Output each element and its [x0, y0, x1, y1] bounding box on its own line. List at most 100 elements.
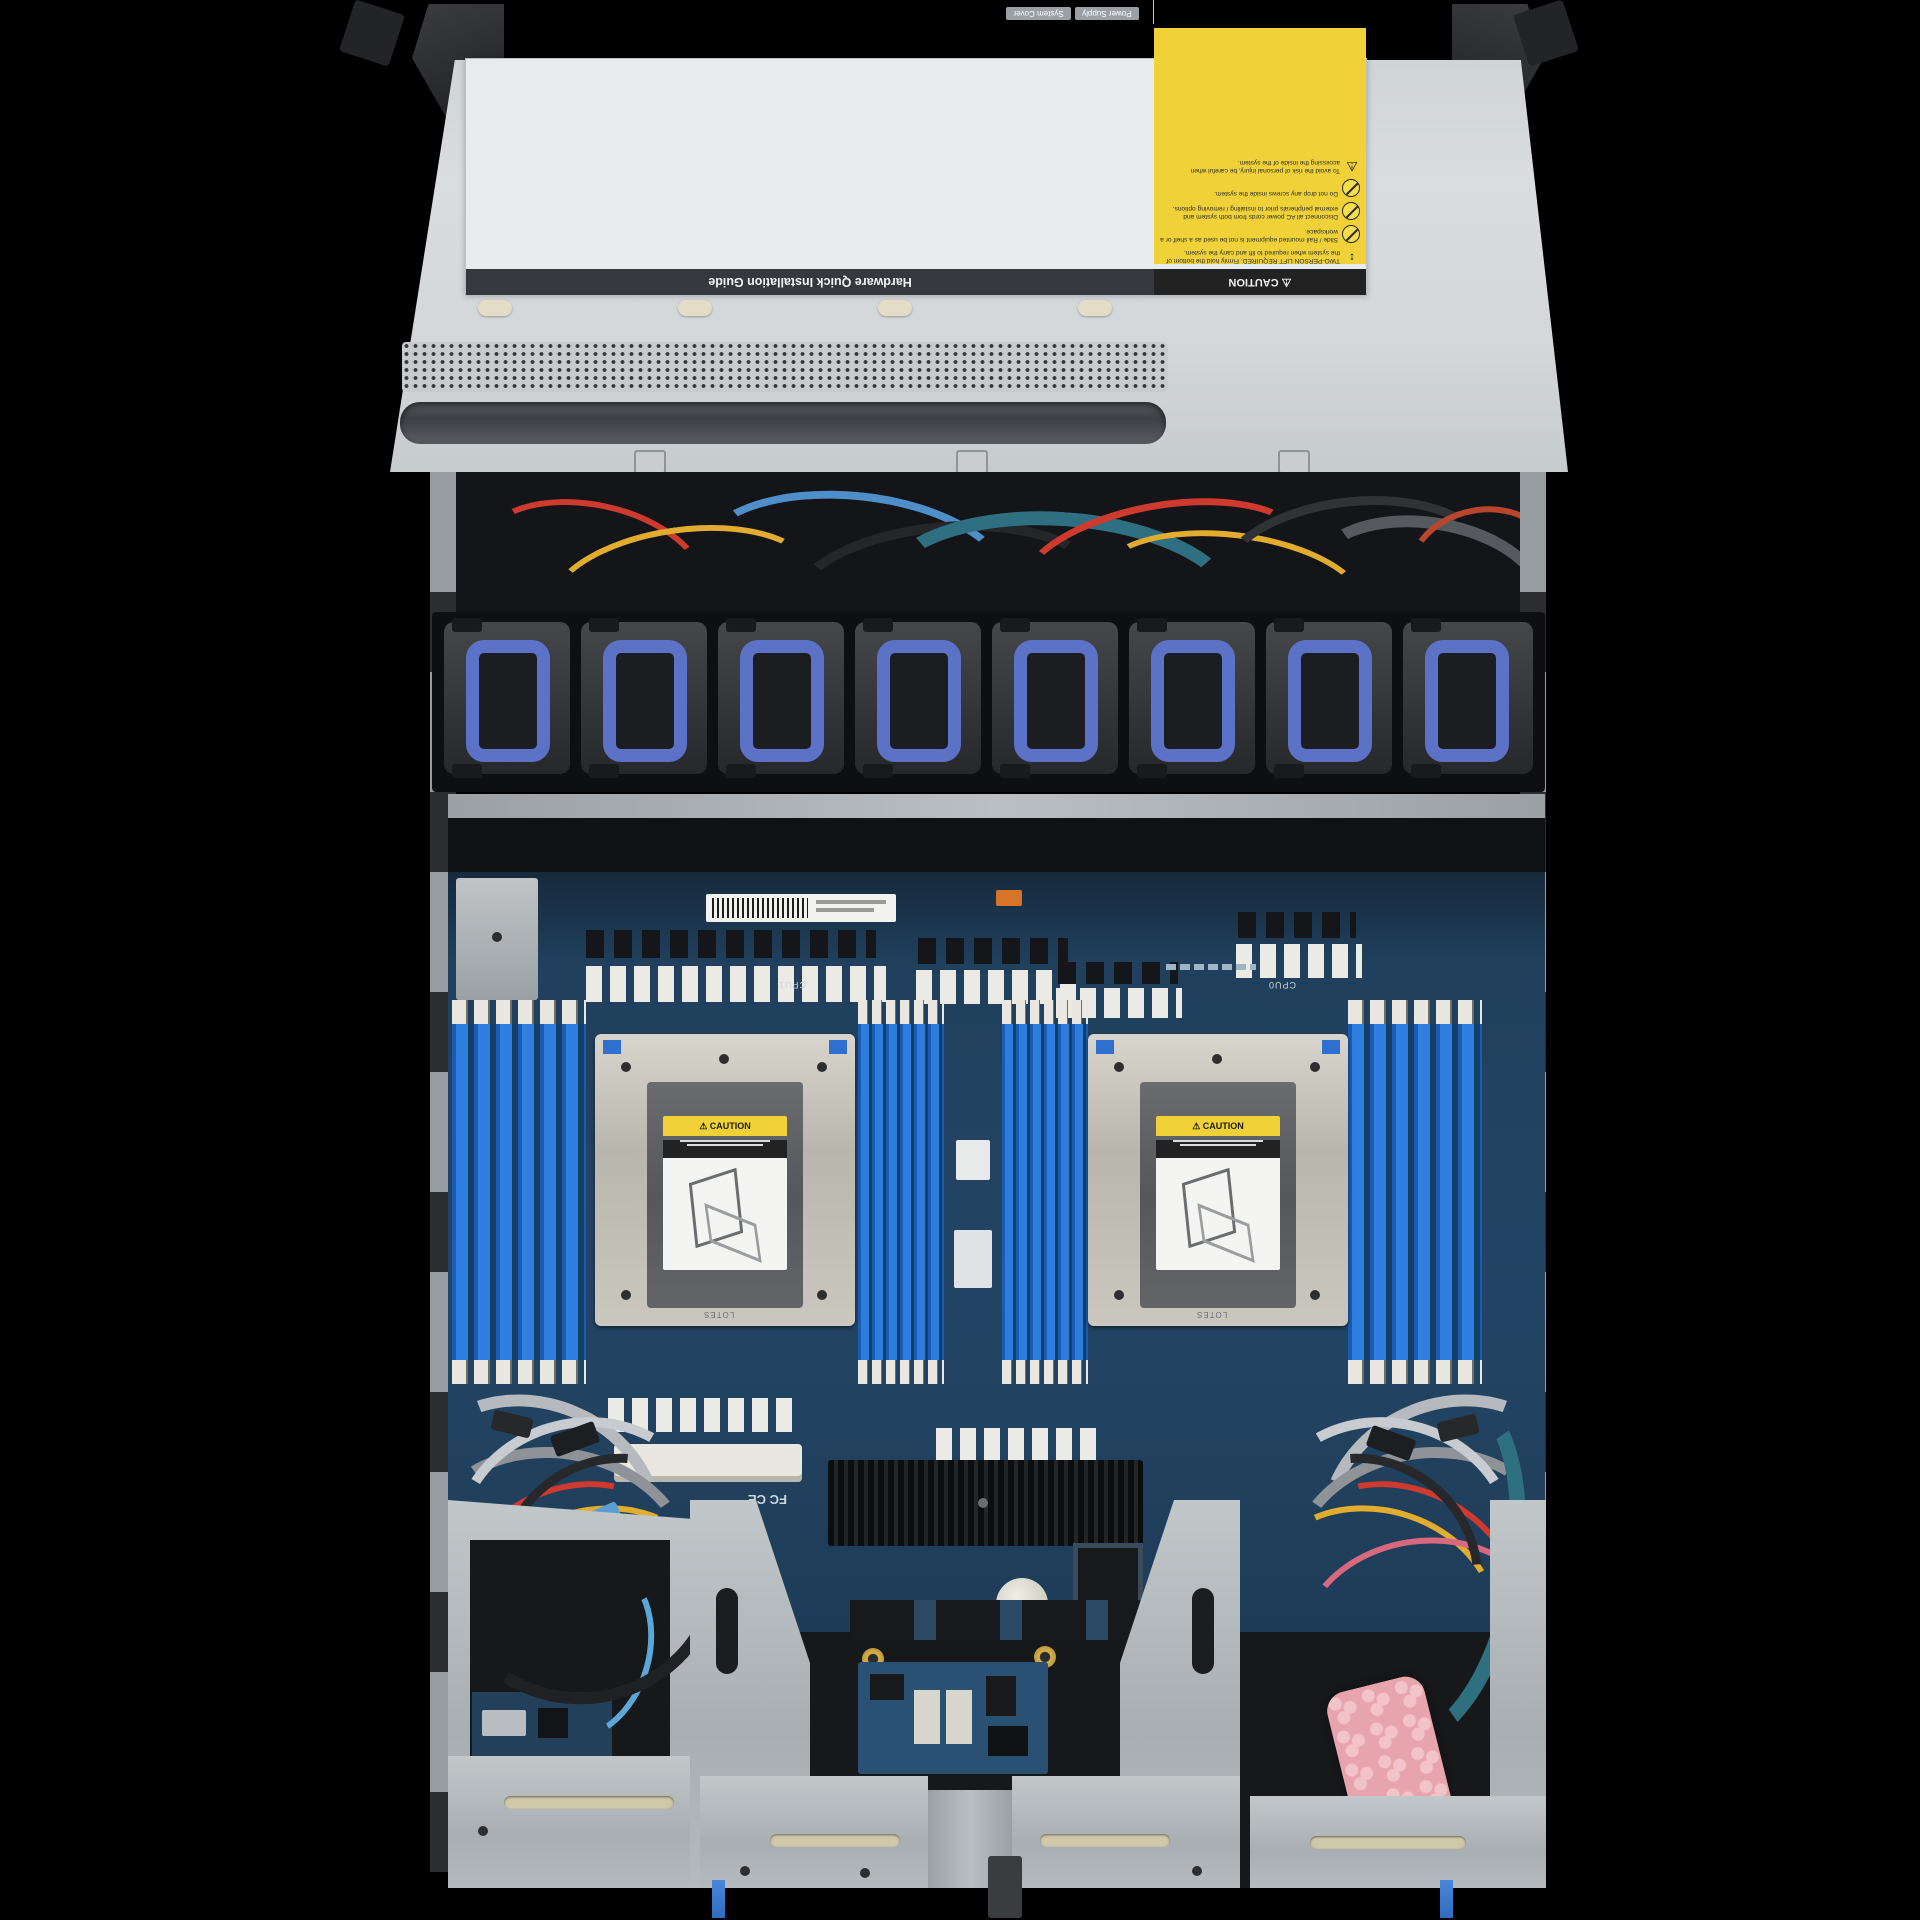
cover-vent-slot	[400, 402, 1166, 444]
cpu1-socket: ⚠ CAUTION LOTES	[595, 1034, 855, 1326]
cover-vent-perforation	[402, 342, 1168, 392]
fan-wall	[432, 612, 1545, 792]
socket-brand: LOTES	[1196, 1310, 1228, 1319]
dimm-bank-1	[452, 1024, 586, 1360]
dimm-latch-row	[858, 1360, 944, 1384]
dimm-bank-4	[1348, 1024, 1482, 1360]
rear-panel-right	[1250, 1796, 1546, 1888]
chassis-tab-blue	[712, 1880, 725, 1918]
mobo-edge-connectors	[850, 1600, 1140, 1640]
fan-module	[444, 618, 570, 778]
vrm-caps-right	[1236, 944, 1362, 978]
dimm-latch-row	[1002, 1360, 1088, 1384]
fan-module	[581, 618, 707, 778]
dimm-latch-row	[452, 1360, 586, 1384]
io-connector	[538, 1708, 568, 1738]
motherboard: CPU1 CPU0 ⚠ CAUTION	[432, 872, 1545, 1688]
bracket-slot	[1192, 1588, 1214, 1674]
vrm-chokes-right	[1238, 912, 1356, 938]
rear-panel-slot	[1040, 1834, 1170, 1847]
caution-item: Disconnect all AC power cords from both …	[1160, 202, 1360, 220]
cpu0-socket: ⚠ CAUTION LOTES	[1088, 1034, 1348, 1326]
mezz-connector	[946, 1690, 972, 1744]
mezz-chip	[988, 1726, 1028, 1756]
dimm-latch-row	[452, 1000, 586, 1024]
vrm-chokes-mid	[918, 938, 1068, 964]
socket-caution-text: ⚠ CAUTION	[663, 1116, 787, 1136]
cpu0-silkscreen: CPU0	[1268, 980, 1297, 990]
cpu0-socket-cover: ⚠ CAUTION	[1140, 1082, 1296, 1308]
socket-caution-sticker: ⚠ CAUTION	[1156, 1116, 1280, 1270]
caution-item: Slide / Rail mounted equipment is not be…	[1160, 225, 1360, 243]
orange-component	[996, 890, 1022, 906]
cpu1-socket-cover: ⚠ CAUTION	[647, 1082, 803, 1308]
bmc-chip	[1078, 1548, 1138, 1608]
cover-notch	[1278, 450, 1310, 474]
air-duct-gap	[448, 818, 1545, 872]
dimm-latch-row	[1348, 1000, 1482, 1024]
center-divider	[946, 1000, 1000, 1384]
cpu1-silkscreen: CPU1	[778, 980, 807, 990]
mezz-chip	[986, 1676, 1016, 1716]
cover-notch	[956, 450, 988, 474]
socket-caution-text: ⚠ CAUTION	[1156, 1116, 1280, 1136]
socket-brand: LOTES	[703, 1310, 735, 1319]
pcb-silkscreen-small	[1166, 964, 1256, 970]
dimm-bank-3	[1002, 1024, 1088, 1360]
dimm-latch-row	[1348, 1360, 1482, 1384]
dimm-latch-row	[858, 1000, 944, 1024]
vrm-chokes-right2	[1058, 962, 1178, 984]
fan-module	[1129, 618, 1255, 778]
cover-latch	[878, 300, 912, 316]
cover-notch	[634, 450, 666, 474]
dimm-latch-row	[1002, 1000, 1088, 1024]
socket-caution-sticker: ⚠ CAUTION	[663, 1116, 787, 1270]
tag-power-supply: Power Supply	[1075, 7, 1139, 20]
warning-triangle-icon: ⚠	[1346, 159, 1358, 174]
power-connector-row-left	[608, 1398, 798, 1432]
barcode-sticker	[706, 894, 896, 922]
rear-panel-slot	[1310, 1836, 1466, 1849]
chassis-tab-blue	[1440, 1880, 1453, 1918]
io-connector	[482, 1710, 526, 1736]
caution-item: Do not drop any screws inside the system…	[1160, 179, 1360, 197]
vrm-chokes-left	[586, 930, 876, 958]
dimm-bank-2	[858, 1024, 944, 1360]
bracket-slot	[716, 1588, 738, 1674]
fan-module	[1403, 618, 1533, 778]
socket-clip	[829, 1040, 847, 1054]
label-title: Hardware Quick Installation Guide	[708, 275, 912, 289]
no-screws-icon	[1342, 179, 1360, 197]
caution-item: ↕ TWO-PERSON LIFT REQUIRED. Firmly hold …	[1160, 248, 1360, 264]
cover-latch	[478, 300, 512, 316]
fan-module	[718, 618, 844, 778]
chassis-tab-center	[988, 1856, 1022, 1918]
mezzanine-heatsink	[828, 1460, 1143, 1546]
mezz-chip	[870, 1674, 904, 1700]
quick-install-label: ⚠ CAUTION Hardware Quick Installation Gu…	[465, 0, 1367, 296]
label-caution-panel: ↕ TWO-PERSON LIFT REQUIRED. Firmly hold …	[1154, 28, 1366, 264]
rear-panel-slot	[770, 1834, 900, 1847]
caution-item: ⚠ To avoid the risk of personal injury, …	[1160, 158, 1360, 174]
socket-clip	[603, 1040, 621, 1054]
rack-ear-left-tab	[338, 0, 406, 67]
fan-module	[992, 618, 1118, 778]
cover-latch	[1078, 300, 1112, 316]
vrm-caps-left	[586, 966, 886, 1002]
no-plug-icon	[1342, 202, 1360, 220]
no-shelf-icon	[1342, 225, 1360, 243]
power-connector-row-right	[936, 1428, 1100, 1462]
socket-clip	[1096, 1040, 1114, 1054]
rear-panel-slot	[504, 1796, 674, 1809]
mezzanine-card	[858, 1662, 1048, 1774]
rear-panel-center-right	[1012, 1776, 1240, 1888]
fan-wall-rail	[448, 794, 1545, 818]
cover-latch	[678, 300, 712, 316]
lift-icon: ↕	[1344, 248, 1360, 264]
socket-clip	[1322, 1040, 1340, 1054]
label-caution-header: ⚠ CAUTION	[1154, 269, 1366, 295]
slimline-connector-left	[614, 1444, 802, 1482]
fan-module	[1266, 618, 1392, 778]
mobo-bracket	[456, 878, 538, 1000]
tag-system-cover: System Cover	[1006, 7, 1071, 20]
